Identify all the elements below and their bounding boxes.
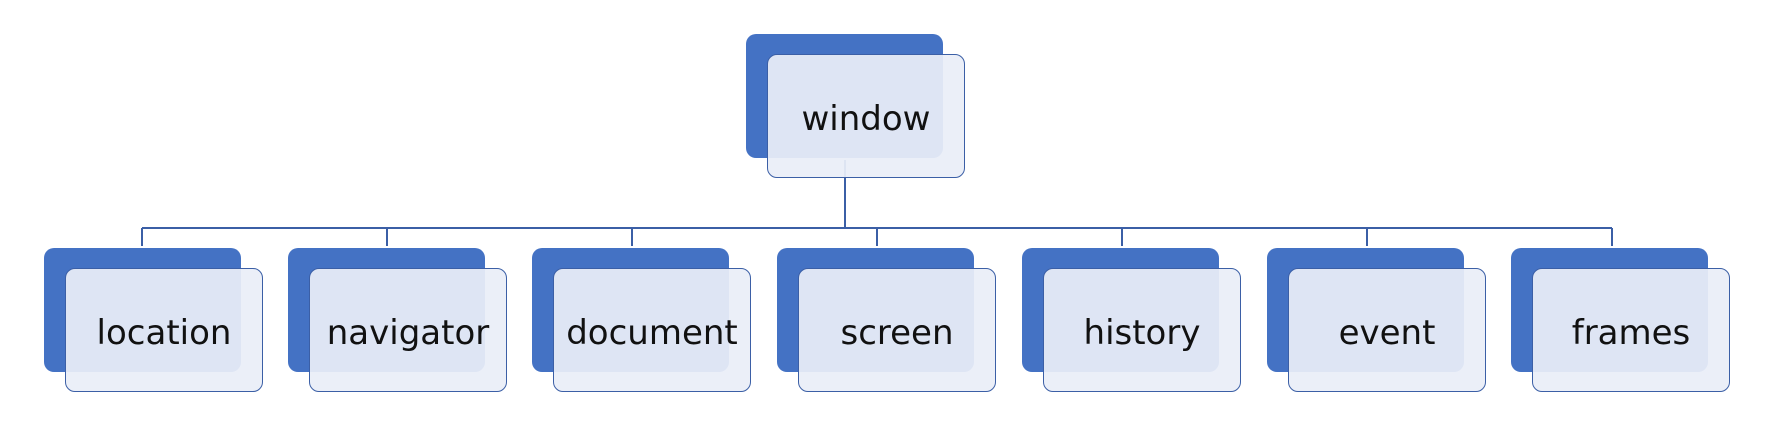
node-label: history bbox=[1083, 313, 1201, 353]
node-label: document bbox=[566, 313, 738, 353]
node-front-plate: window bbox=[767, 54, 965, 178]
node-window: window bbox=[746, 34, 965, 178]
node-history: history bbox=[1022, 248, 1241, 392]
node-label: navigator bbox=[326, 313, 490, 353]
node-document: document bbox=[532, 248, 751, 392]
node-front-plate: event bbox=[1288, 268, 1486, 392]
node-label: screen bbox=[840, 313, 954, 353]
node-front-plate: document bbox=[553, 268, 751, 392]
node-event: event bbox=[1267, 248, 1486, 392]
node-location: location bbox=[44, 248, 263, 392]
node-label: frames bbox=[1571, 313, 1691, 353]
node-front-plate: screen bbox=[798, 268, 996, 392]
node-label: event bbox=[1338, 313, 1436, 353]
node-front-plate: history bbox=[1043, 268, 1241, 392]
node-label: location bbox=[96, 313, 232, 353]
node-label: window bbox=[801, 99, 931, 139]
node-navigator: navigator bbox=[288, 248, 507, 392]
node-front-plate: location bbox=[65, 268, 263, 392]
node-front-plate: navigator bbox=[309, 268, 507, 392]
node-frames: frames bbox=[1511, 248, 1730, 392]
node-screen: screen bbox=[777, 248, 996, 392]
node-front-plate: frames bbox=[1532, 268, 1730, 392]
